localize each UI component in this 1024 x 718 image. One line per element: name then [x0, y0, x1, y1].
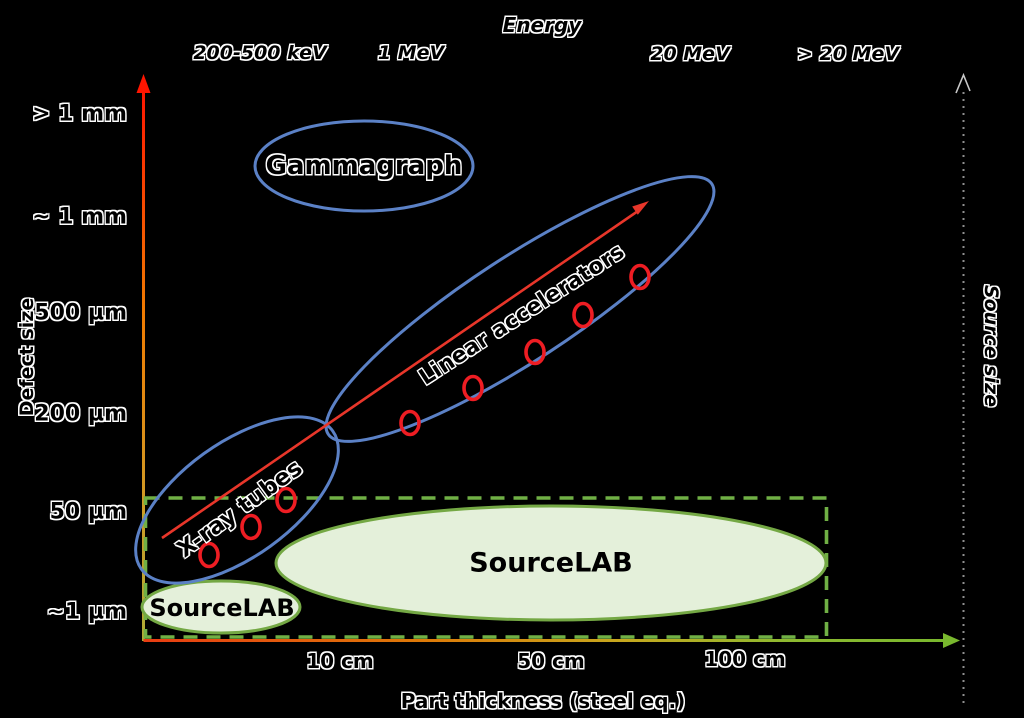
data-point-circle	[462, 374, 484, 402]
sourcelab-large-label: SourceLAB	[469, 547, 633, 579]
sourcelab-small-label: SourceLAB	[149, 594, 295, 622]
sourcelab-small-ellipse	[140, 579, 302, 635]
data-point-circle	[572, 301, 594, 329]
energy-tick-20mev: 20 MeV	[650, 43, 730, 65]
thickness-tick-100cm: 100 cm	[704, 647, 786, 671]
gammagraph-ellipse	[253, 119, 475, 213]
data-point-circle	[198, 541, 220, 569]
data-point-circle	[629, 263, 651, 291]
gammagraph-label: Gammagraph	[265, 151, 463, 181]
source-size-axis-title: Source size	[980, 284, 1002, 408]
defect-size-axis-arrowhead	[136, 74, 151, 93]
data-point-circle	[399, 409, 421, 437]
thickness-tick-50cm: 50 cm	[517, 649, 585, 673]
sourcelab-large-ellipse	[274, 504, 828, 622]
energy-tick-200-500kev: 200-500 keV	[193, 42, 327, 64]
data-point-circle	[524, 338, 546, 366]
part-thickness-axis-arrowhead	[943, 633, 960, 648]
data-point-circle	[240, 513, 262, 541]
linear-accelerators-ellipse	[324, 175, 716, 443]
defect-size-axis-title: Defect size	[16, 297, 38, 417]
energy-tick-1mev: 1 MeV	[377, 42, 445, 64]
trend-arrow-line	[161, 209, 639, 540]
defect-tick-1um: ~1 µm	[46, 599, 127, 625]
part-thickness-axis-title: Part thickness (steel eq.)	[400, 689, 686, 713]
defect-tick-50um: 50 µm	[49, 499, 127, 525]
data-point-circle	[275, 486, 297, 514]
defect-tick-200um: 200 µm	[34, 401, 127, 427]
trend-arrow-head	[632, 201, 649, 215]
xray-tubes-ellipse	[134, 415, 340, 585]
defect-tick-gt1mm: > 1 mm	[32, 101, 127, 127]
energy-tick-gt20mev: > 20 MeV	[796, 43, 900, 65]
defect-tick-500um: 500 µm	[34, 300, 127, 326]
energy-axis-title: Energy	[502, 13, 582, 37]
defect-tick-1mm: ~ 1 mm	[32, 204, 127, 230]
sourcelab-capability-dashed-box	[143, 496, 829, 639]
thickness-tick-10cm: 10 cm	[306, 649, 374, 673]
source-size-axis-arrowhead	[955, 72, 971, 94]
